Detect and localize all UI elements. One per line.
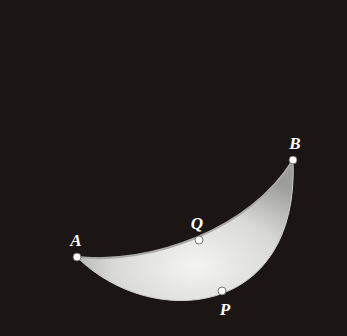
point-label: P xyxy=(220,301,230,318)
point-dot xyxy=(289,156,297,164)
point-dot xyxy=(195,236,203,244)
point-dot xyxy=(218,287,226,295)
point-label: A xyxy=(70,232,81,249)
point-dot xyxy=(73,253,81,261)
point-label: Q xyxy=(191,215,203,232)
point-label: B xyxy=(289,135,300,152)
inner-arc xyxy=(77,160,293,258)
crescent-moon xyxy=(77,160,293,301)
